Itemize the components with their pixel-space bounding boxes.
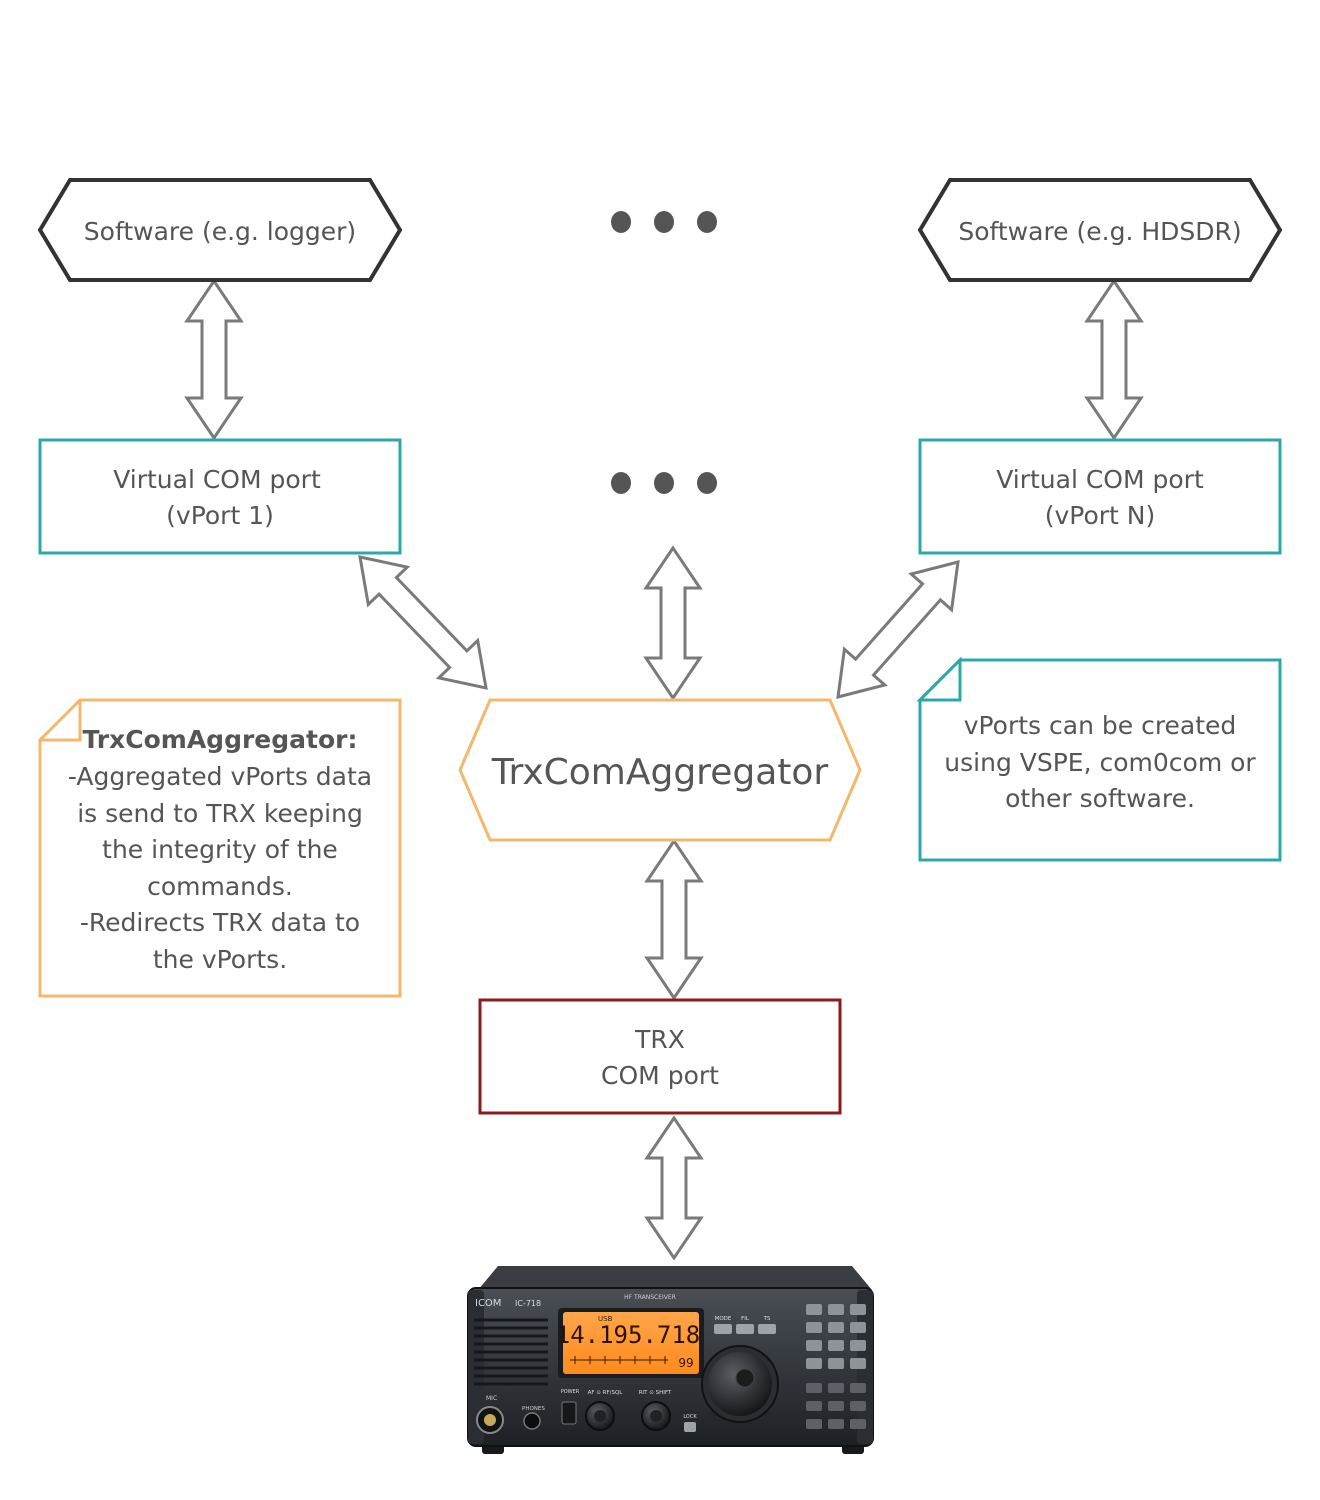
vport-left-box: Virtual COM port (vPort 1) xyxy=(38,438,402,555)
radio-brand: ICOM xyxy=(475,1298,501,1309)
note-left: TrxComAggregator: -Aggregated vPorts dat… xyxy=(38,698,402,998)
radio-model: IC-718 xyxy=(515,1299,541,1308)
function-key xyxy=(850,1401,866,1411)
aggregator-node: TrxComAggregator xyxy=(458,698,862,842)
note-left-title: TrxComAggregator: xyxy=(83,725,358,754)
function-key xyxy=(850,1419,866,1429)
lcd-meter xyxy=(570,1356,668,1364)
function-key xyxy=(806,1383,822,1393)
radio-power-label: POWER xyxy=(561,1389,580,1395)
arrow-software-right-vport xyxy=(1084,278,1144,441)
note-right: vPorts can be created using VSPE, com0co… xyxy=(916,656,1282,862)
radio-button xyxy=(758,1324,776,1334)
function-key xyxy=(828,1401,844,1411)
radio-phones-label: PHONES xyxy=(522,1406,545,1412)
keypad-key xyxy=(806,1340,822,1351)
power-button-icon xyxy=(561,1401,577,1425)
transceiver-image: ICOM IC-718 HF TRANSCEIVER MIC PHONES US… xyxy=(467,1266,874,1454)
note-right-line: vPorts can be created xyxy=(964,711,1237,740)
note-left-line: is send to TRX keeping xyxy=(77,799,363,828)
phones-jack-icon xyxy=(523,1412,541,1430)
arrow-software-left-vport xyxy=(184,278,244,441)
arrow-vport-left-aggregator xyxy=(358,555,488,690)
note-left-line: the vPorts. xyxy=(153,945,287,974)
note-left-line: -Redirects TRX data to xyxy=(80,908,360,937)
ellipsis-middle xyxy=(611,472,717,494)
note-left-line: -Aggregated vPorts data xyxy=(68,762,372,791)
radio-button xyxy=(736,1324,754,1334)
lock-button-icon xyxy=(684,1422,696,1432)
keypad-key xyxy=(850,1340,866,1351)
button-fil-label: FIL xyxy=(741,1316,750,1322)
note-right-line: other software. xyxy=(1005,784,1195,813)
aggregator-label: TrxComAggregator xyxy=(491,752,829,793)
keypad-key xyxy=(850,1322,866,1333)
arrow-trx-radio xyxy=(644,1115,704,1261)
keypad-key xyxy=(828,1340,844,1351)
knob-rit-label: RIT ⊙ SHIFT xyxy=(639,1390,672,1396)
software-left-node: Software (e.g. logger) xyxy=(37,178,403,282)
software-right-label: Software (e.g. HDSDR) xyxy=(958,217,1241,246)
function-key xyxy=(828,1383,844,1393)
knob-af-label: AF ⊙ RF/SQL xyxy=(588,1390,624,1396)
radio-mic-label: MIC xyxy=(486,1395,497,1402)
keypad-key xyxy=(806,1358,822,1369)
keypad-key xyxy=(806,1322,822,1333)
trx-port-line1: TRX xyxy=(634,1025,685,1054)
software-right-node: Software (e.g. HDSDR) xyxy=(917,178,1283,282)
keypad xyxy=(806,1304,866,1429)
button-mode-label: MODE xyxy=(715,1316,732,1322)
radio-header: HF TRANSCEIVER xyxy=(624,1294,676,1301)
lcd-frequency: 14.195.718 xyxy=(556,1321,701,1349)
function-key xyxy=(850,1383,866,1393)
button-ts-label: TS xyxy=(763,1316,771,1322)
trx-port-box: TRX COM port xyxy=(478,998,842,1115)
vport-left-line1: Virtual COM port xyxy=(113,465,321,494)
software-left-label: Software (e.g. logger) xyxy=(84,217,356,246)
note-right-line: using VSPE, com0com or xyxy=(944,748,1256,777)
keypad-key xyxy=(850,1358,866,1369)
function-key xyxy=(806,1419,822,1429)
lcd-mode: USB xyxy=(598,1315,613,1323)
keypad-key xyxy=(828,1304,844,1315)
ellipsis-top xyxy=(611,211,717,233)
note-left-line: the integrity of the xyxy=(102,835,338,864)
keypad-key xyxy=(806,1304,822,1315)
keypad-key xyxy=(828,1358,844,1369)
radio-button xyxy=(714,1324,732,1334)
keypad-key xyxy=(828,1322,844,1333)
vport-left-line2: (vPort 1) xyxy=(166,501,274,530)
lcd-memory: 99 xyxy=(678,1356,693,1370)
connection-arrows xyxy=(184,278,1144,1261)
note-left-line: commands. xyxy=(147,872,293,901)
arrow-vport-right-aggregator xyxy=(836,559,960,700)
vport-right-line2: (vPort N) xyxy=(1045,501,1156,530)
vport-right-box: Virtual COM port (vPort N) xyxy=(918,438,1282,555)
arrow-aggregator-trx xyxy=(644,838,704,1001)
keypad-key xyxy=(850,1304,866,1315)
arrow-center-aggregator xyxy=(643,545,703,701)
function-key xyxy=(806,1401,822,1411)
vport-right-line1: Virtual COM port xyxy=(996,465,1204,494)
speaker-grille xyxy=(474,1318,548,1386)
trx-port-line2: COM port xyxy=(601,1061,719,1090)
radio-lock-label: LOCK xyxy=(683,1414,697,1420)
function-key xyxy=(828,1419,844,1429)
